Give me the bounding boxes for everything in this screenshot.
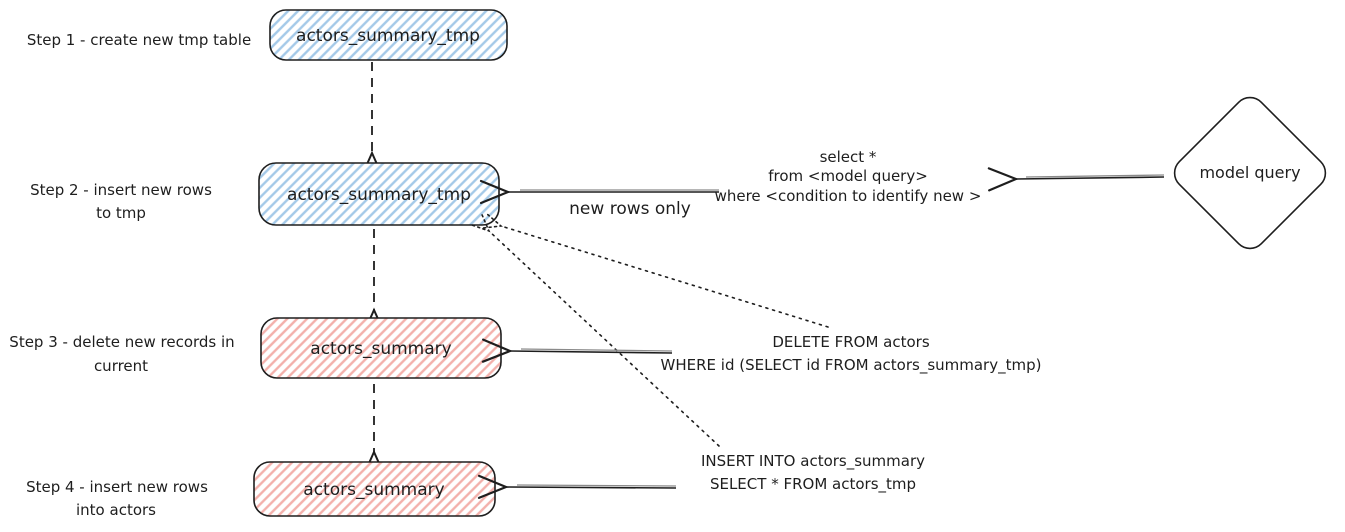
- step2-box-label: actors_summary_tmp: [287, 185, 471, 205]
- arrow-insert-to-step4: [477, 474, 677, 499]
- step3-label-line1: Step 3 - delete new records in: [9, 333, 234, 351]
- step4-label-line2: into actors: [76, 501, 156, 519]
- step1-box: [269, 9, 508, 61]
- arrow-insert-to-step4-echo: [516, 484, 677, 487]
- step3-label-line2: current: [94, 357, 148, 375]
- step4-box-label: actors_summary: [303, 480, 444, 500]
- select-query-line3: where <condition to identify new >: [715, 187, 982, 205]
- step2-label-line2: to tmp: [96, 204, 146, 222]
- insert-query-line1: INSERT INTO actors_summary: [701, 452, 925, 471]
- select-query-line1: select *: [820, 148, 877, 166]
- model-query-diamond: [1173, 96, 1327, 250]
- step1-label: Step 1 - create new tmp table: [27, 31, 251, 49]
- model-query-label: model query: [1199, 163, 1300, 182]
- delete-query-line1: DELETE FROM actors: [772, 333, 930, 351]
- new-rows-only-label: new rows only: [569, 199, 691, 219]
- step1-box-label: actors_summary_tmp: [296, 26, 480, 46]
- step4-label-line1: Step 4 - insert new rows: [26, 478, 208, 496]
- arrow-model-query-to-select-echo: [1025, 174, 1165, 178]
- arrow-model-query-to-select: [987, 167, 1165, 192]
- step3-box-label: actors_summary: [310, 339, 451, 359]
- arrow-delete-to-step3: [481, 338, 673, 363]
- arrow-delete-to-step3-echo: [520, 348, 673, 352]
- select-query-line2: from <model query>: [768, 167, 928, 185]
- delete-query-line2: WHERE id (SELECT id FROM actors_summary_…: [661, 356, 1042, 375]
- dotted-ref-delete-to-tmp: [501, 226, 829, 328]
- insert-query-line2: SELECT * FROM actors_tmp: [710, 475, 916, 494]
- step2-label-line1: Step 2 - insert new rows: [30, 181, 212, 199]
- dotted-ref-insert-to-tmp: [489, 231, 720, 447]
